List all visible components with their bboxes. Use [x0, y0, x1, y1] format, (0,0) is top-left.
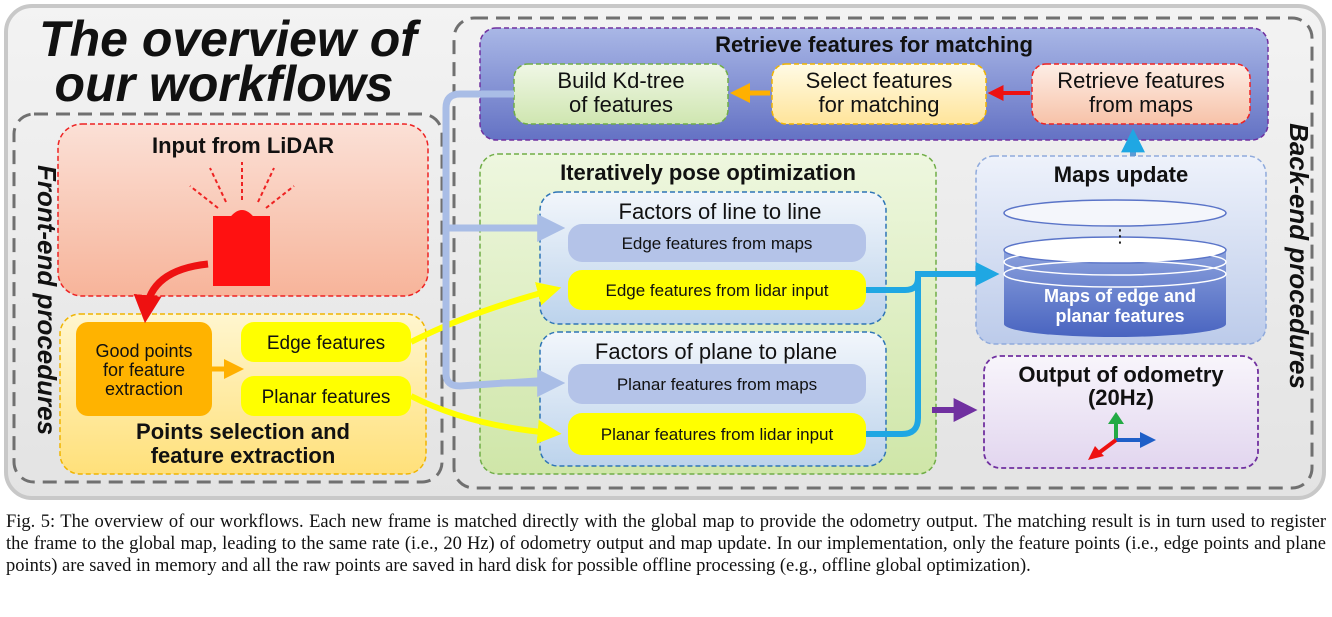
arrow-edge-to-line-factor: [409, 282, 562, 345]
edge-lidar-label: Edge features from lidar input: [605, 281, 828, 300]
figure-caption: Fig. 5: The overview of our workflows. E…: [6, 512, 1326, 576]
retrieve-maps-label-2: from maps: [1089, 92, 1193, 117]
plane-factor-title: Factors of plane to plane: [595, 339, 837, 364]
kdtree-label-1: Build Kd-tree: [557, 68, 684, 93]
planar-maps-box: [568, 364, 866, 404]
odometry-output-title-1: Output of odometry: [1018, 362, 1224, 387]
good-points-label-3: extraction: [105, 379, 183, 399]
arrow-planar-lidar-to-maps: [866, 278, 921, 437]
front-end-label: Front-end procedures: [32, 165, 62, 435]
select-features-label-2: for matching: [818, 92, 939, 117]
select-features-label-1: Select features: [806, 68, 953, 93]
diagram-title-line-1: The overview of: [39, 11, 421, 67]
good-points-box: [76, 322, 212, 416]
back-end-label: Back-end procedures: [1284, 123, 1314, 389]
lidar-input-box: [57, 123, 429, 297]
good-points-label-1: Good points: [95, 341, 192, 361]
planar-features-label: Planar features: [262, 387, 391, 408]
arrow-planar-to-plane-factor: [409, 393, 562, 444]
line-factor-title: Factors of line to line: [619, 199, 822, 224]
selection-title-line-1: Points selection and: [136, 419, 350, 444]
good-points-label-2: for feature: [103, 360, 185, 380]
retrieve-maps-label-1: Retrieve features: [1057, 68, 1225, 93]
odometry-output-title-2: (20Hz): [1088, 385, 1154, 410]
diagram-title-line-2: our workflows: [55, 56, 394, 112]
arrow-lidar-to-selection: [133, 260, 209, 324]
planar-lidar-label: Planar features from lidar input: [601, 425, 834, 444]
map-database-label-1: Maps of edge and: [1044, 286, 1196, 306]
retrieve-maps-box: [1031, 63, 1251, 125]
select-features-box: [771, 63, 987, 125]
maps-update-title: Maps update: [1054, 162, 1188, 187]
edge-features-label: Edge features: [267, 333, 385, 354]
planar-maps-label: Planar features from maps: [617, 375, 817, 394]
lidar-sensor-icon: [189, 162, 295, 286]
edge-lidar-box: [568, 270, 866, 310]
edge-features-box: [241, 322, 411, 362]
edge-maps-label: Edge features from maps: [622, 234, 813, 253]
selection-title-line-2: feature extraction: [151, 443, 336, 468]
workflow-diagram: The overview of our workflows Front-end …: [4, 4, 1326, 500]
arrow-kdtree-to-factors: [442, 90, 553, 390]
edge-maps-box: [568, 224, 866, 262]
coordinate-axes-icon: [1088, 412, 1156, 460]
kdtree-label-2: of features: [569, 92, 673, 117]
lidar-input-title: Input from LiDAR: [152, 133, 334, 158]
planar-lidar-box: [568, 413, 866, 455]
kdtree-box: [513, 63, 729, 125]
retrieve-panel-title: Retrieve features for matching: [715, 32, 1033, 57]
pose-optimization-title: Iteratively pose optimization: [560, 160, 856, 185]
back-end-panel: [452, 16, 1314, 490]
map-database-dots: ⋮: [1111, 226, 1129, 246]
planar-features-box: [241, 376, 411, 416]
front-end-panel: [12, 112, 444, 484]
map-database-label-2: planar features: [1055, 306, 1184, 326]
odometry-output-panel: [983, 355, 1259, 469]
map-database-icon: [1003, 199, 1227, 337]
